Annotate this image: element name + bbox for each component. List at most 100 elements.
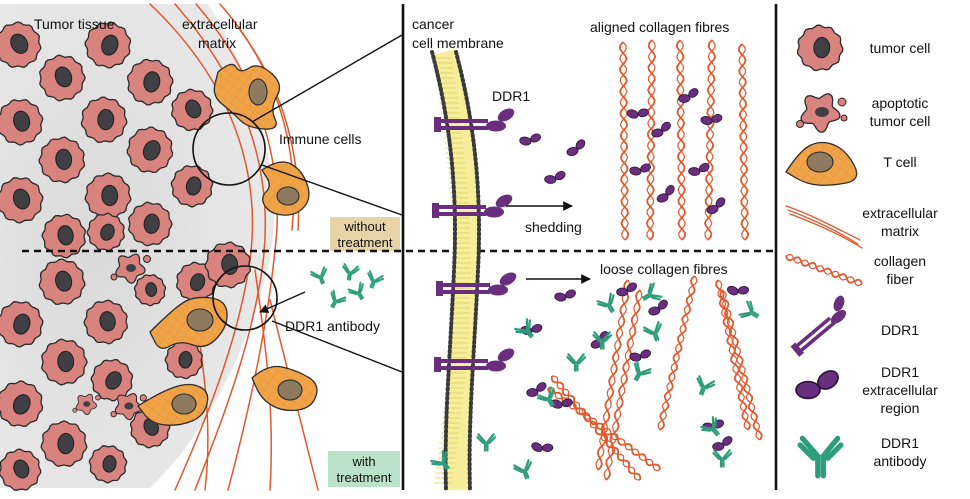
membrane-headgroups <box>430 50 457 492</box>
ddr1-ecd-icon <box>656 185 675 203</box>
collagen-fiber-icon <box>550 375 642 481</box>
legend-label: DDR1 <box>881 364 919 380</box>
ddr1-ecd-icon <box>700 114 723 126</box>
antibody-icon <box>347 281 364 301</box>
ddr1-ecd-icon <box>554 289 576 302</box>
collagen-fiber-icon <box>618 41 630 241</box>
antibody-icon <box>738 300 760 319</box>
antibody-icon <box>641 282 663 301</box>
tumor-cell-icon <box>84 21 132 69</box>
collagen-fiber-icon <box>785 253 863 287</box>
antibody-icon <box>430 450 450 471</box>
ecm-label-line2: matrix <box>198 35 236 51</box>
antibody-icon <box>696 375 716 396</box>
ddr1-receptors <box>432 108 517 372</box>
ddr1-ecd-icon <box>531 442 554 453</box>
tumor-cell-icon <box>171 88 214 132</box>
apoptotic-cell-icon <box>796 93 848 133</box>
collagen-fiber-icon <box>737 43 750 241</box>
legend-item-tumor-cell: tumor cell <box>796 24 931 72</box>
tumor-cell-icon <box>796 24 844 72</box>
tumor-cell-icon <box>164 340 203 380</box>
ddr1-ecd-icon <box>526 382 547 397</box>
tumor-cell-icon <box>88 445 128 484</box>
tumor-cell-icon <box>126 126 174 174</box>
ddr1-ecd-icon <box>616 282 637 297</box>
collagen-fiber-icon <box>657 275 698 431</box>
legend-item-ddr1-extracellular-region: DDR1 extracellular region <box>795 364 938 416</box>
legend-label: extracellular <box>862 382 938 398</box>
legend-item-t-cell: T cell <box>785 141 917 186</box>
legend-label: tumor cell <box>870 40 931 56</box>
legend-label: matrix <box>881 223 919 239</box>
tumor-cell-icon <box>0 177 44 224</box>
antibody-icon <box>476 433 497 452</box>
ecm-fiber-icon <box>785 205 861 241</box>
t-cell-icon <box>149 296 228 349</box>
apoptotic-cell-icon <box>72 393 101 416</box>
with-treatment-badge: with treatment <box>328 451 400 487</box>
ddr1-receptor-icon <box>434 348 515 372</box>
tumor-cell-icon <box>128 201 173 247</box>
legend-label: region <box>881 400 920 416</box>
tumor-cell-icon <box>80 96 128 143</box>
antibody-icon <box>566 353 587 372</box>
antibody-icon <box>514 318 534 339</box>
immune-cells-label: Immune cells <box>279 131 361 147</box>
ddr1-receptor-icon <box>790 295 847 357</box>
membrane-headgroups <box>454 50 481 492</box>
ddr1-ecd-icon <box>651 121 671 138</box>
collagen-fibers <box>547 39 763 481</box>
legend-label: T cell <box>883 154 916 170</box>
ddr1-ecd-icon <box>648 299 668 316</box>
collagen-fiber-icon <box>645 39 657 241</box>
antibody-icon <box>712 449 733 468</box>
ddr1-ecd-icon <box>629 163 651 176</box>
tumor-cell-icon <box>170 165 214 208</box>
antibody-icon <box>592 331 613 350</box>
t-cell-icon <box>251 365 318 412</box>
ddr1-ecd-icon <box>795 370 839 400</box>
t-cell-icon <box>261 161 310 216</box>
legend-item-ddr1: DDR1 <box>790 295 919 357</box>
apoptotic-cell-icon <box>110 393 147 421</box>
antibody-icon <box>367 270 385 289</box>
membrane-core <box>433 49 478 491</box>
tumor-cell-icon <box>40 420 88 467</box>
aligned-collagen-label: aligned collagen fibres <box>590 19 729 35</box>
collagen-fiber-icon <box>675 39 687 241</box>
antibody-arrow <box>259 291 306 313</box>
legend-label: fiber <box>886 271 914 287</box>
ddr1-receptor-icon <box>436 272 517 296</box>
zoom-line-bottom <box>271 320 403 373</box>
apoptotic-cell-icon <box>110 253 151 284</box>
ecm-label-line1: extracellular <box>182 16 258 32</box>
antibody-icon <box>643 321 662 342</box>
svg-text:with: with <box>351 454 375 469</box>
tumor-cell-icon <box>38 136 85 184</box>
tissue-extras <box>72 63 385 426</box>
legend-label: antibody <box>874 453 927 469</box>
tumor-cell-icon <box>84 172 132 219</box>
ddr1-ecd-icon <box>706 197 726 214</box>
tumor-cell-icon <box>0 380 44 428</box>
antibody-icon <box>342 263 360 281</box>
antibody-icon <box>596 292 615 314</box>
ddr1-antibodies <box>430 282 760 480</box>
tumor-cell-icon <box>39 54 86 102</box>
ecm-fiber-icon <box>789 213 863 249</box>
ddr1-receptor-icon <box>434 108 515 132</box>
legend-label: apoptotic <box>872 95 929 111</box>
ddr1-ecd-icon <box>629 349 651 362</box>
tumor-cell-icon <box>38 258 86 305</box>
tumor-cell-icon <box>0 448 42 491</box>
membrane-title-line2: cell membrane <box>412 35 504 51</box>
ddr1-ecd-icon <box>712 436 733 451</box>
antibody-icon <box>797 435 844 479</box>
